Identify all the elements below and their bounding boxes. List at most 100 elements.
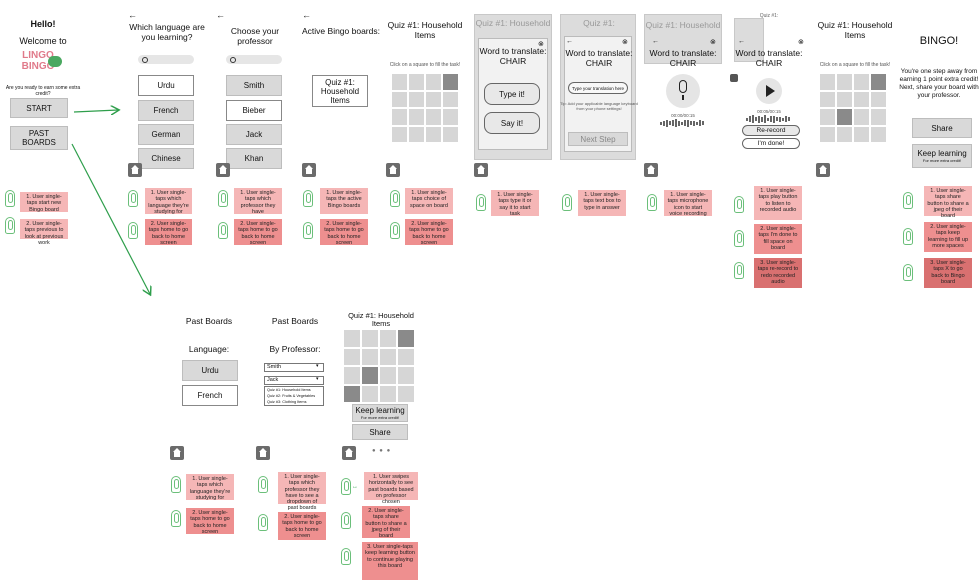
bingo-grid[interactable] xyxy=(392,74,458,142)
next-step-button[interactable]: Next Step xyxy=(568,132,628,146)
bingo-cell[interactable] xyxy=(837,74,852,90)
bingo-cell[interactable] xyxy=(443,109,458,125)
back-arrow-icon[interactable]: ← xyxy=(128,10,137,20)
back-arrow-icon[interactable]: ← xyxy=(566,38,573,45)
translation-input[interactable]: Type your translation here xyxy=(568,82,628,94)
bingo-cell[interactable] xyxy=(392,126,407,142)
bingo-cell[interactable] xyxy=(398,330,414,347)
bingo-cell[interactable] xyxy=(362,385,378,402)
bingo-cell[interactable] xyxy=(344,367,360,384)
bingo-cell[interactable] xyxy=(362,330,378,347)
search-bar[interactable] xyxy=(138,55,194,64)
language-option[interactable]: German xyxy=(138,124,194,145)
bingo-cell[interactable] xyxy=(392,74,407,90)
home-icon[interactable] xyxy=(816,163,830,177)
type-it-button[interactable]: Type it! xyxy=(484,83,540,105)
bingo-cell[interactable] xyxy=(380,330,396,347)
bingo-cell[interactable] xyxy=(871,91,886,107)
bingo-cell[interactable] xyxy=(362,348,378,365)
back-arrow-icon[interactable]: ← xyxy=(652,38,659,45)
past-boards-button[interactable]: PAST BOARDS xyxy=(10,126,68,150)
quiz-dropdown[interactable]: Quiz #1: Household Items Quiz #2: Fruits… xyxy=(264,386,324,406)
bingo-cell[interactable] xyxy=(409,74,424,90)
bingo-cell[interactable] xyxy=(854,126,869,142)
close-icon[interactable]: ⊗ xyxy=(622,39,628,46)
quiz-option[interactable]: Quiz #2: Fruits & Vegetables xyxy=(267,394,316,398)
done-button[interactable]: I'm done! xyxy=(742,138,800,149)
bingo-cell[interactable] xyxy=(443,91,458,107)
bingo-cell[interactable] xyxy=(426,126,441,142)
back-arrow-icon[interactable]: ← xyxy=(738,38,745,45)
bingo-cell[interactable] xyxy=(392,91,407,107)
start-button[interactable]: START xyxy=(10,98,68,118)
say-it-button[interactable]: Say it! xyxy=(484,112,540,134)
bingo-cell[interactable] xyxy=(398,385,414,402)
re-record-button[interactable]: Re-record xyxy=(742,125,800,136)
bingo-cell[interactable] xyxy=(837,91,852,107)
pagination-dots[interactable]: ● ● ● xyxy=(372,448,392,454)
bingo-cell[interactable] xyxy=(344,385,360,402)
language-option[interactable]: French xyxy=(182,385,238,406)
bingo-cell[interactable] xyxy=(871,74,886,90)
bingo-cell[interactable] xyxy=(398,348,414,365)
bingo-cell[interactable] xyxy=(398,367,414,384)
professor-select[interactable]: Smith xyxy=(264,363,324,372)
board-quiz-1[interactable]: Quiz #1: Household Items xyxy=(312,75,368,107)
quiz-option[interactable]: Quiz #1: Household Items xyxy=(267,388,311,392)
home-icon[interactable] xyxy=(644,163,658,177)
language-option[interactable]: Chinese xyxy=(138,148,194,169)
bingo-cell[interactable] xyxy=(837,109,852,125)
home-icon[interactable] xyxy=(170,446,184,460)
home-icon[interactable] xyxy=(128,163,142,177)
back-arrow-icon[interactable]: ← xyxy=(302,10,311,20)
bingo-cell[interactable] xyxy=(409,126,424,142)
bingo-cell[interactable] xyxy=(392,109,407,125)
close-icon[interactable]: ⊗ xyxy=(538,41,544,48)
bingo-cell[interactable] xyxy=(426,91,441,107)
bingo-cell[interactable] xyxy=(837,126,852,142)
bingo-cell[interactable] xyxy=(344,348,360,365)
home-icon[interactable] xyxy=(302,163,316,177)
bingo-cell[interactable] xyxy=(820,74,835,90)
share-button[interactable]: Share xyxy=(912,118,972,138)
professor-option[interactable]: Smith xyxy=(226,75,282,96)
language-option[interactable]: Urdu xyxy=(138,75,194,96)
bingo-cell[interactable] xyxy=(820,109,835,125)
bingo-cell[interactable] xyxy=(871,126,886,142)
close-icon[interactable]: ⊗ xyxy=(710,39,716,46)
bingo-cell[interactable] xyxy=(871,109,886,125)
home-icon[interactable] xyxy=(386,163,400,177)
back-arrow-icon[interactable]: ← xyxy=(216,10,225,20)
professor-option[interactable]: Bieber xyxy=(226,100,282,121)
bingo-cell[interactable] xyxy=(854,91,869,107)
bingo-cell[interactable] xyxy=(409,109,424,125)
professor-option[interactable]: Jack xyxy=(226,124,282,145)
search-bar[interactable] xyxy=(226,55,282,64)
bingo-cell[interactable] xyxy=(380,385,396,402)
bingo-cell[interactable] xyxy=(443,126,458,142)
language-option[interactable]: French xyxy=(138,100,194,121)
bingo-cell[interactable] xyxy=(362,367,378,384)
stop-icon[interactable] xyxy=(730,74,738,82)
bingo-cell[interactable] xyxy=(380,348,396,365)
bingo-cell[interactable] xyxy=(344,330,360,347)
bingo-cell[interactable] xyxy=(854,74,869,90)
close-icon[interactable]: ⊗ xyxy=(798,39,804,46)
bingo-cell[interactable] xyxy=(820,126,835,142)
language-option[interactable]: Urdu xyxy=(182,360,238,381)
quiz-option[interactable]: Quiz #3: Clothing Items xyxy=(267,400,307,404)
home-icon[interactable] xyxy=(342,446,356,460)
home-icon[interactable] xyxy=(216,163,230,177)
professor-option[interactable]: Khan xyxy=(226,148,282,169)
bingo-cell[interactable] xyxy=(380,367,396,384)
home-icon[interactable] xyxy=(256,446,270,460)
home-icon[interactable] xyxy=(474,163,488,177)
bingo-cell[interactable] xyxy=(426,109,441,125)
bingo-cell[interactable] xyxy=(409,91,424,107)
bingo-cell[interactable] xyxy=(820,91,835,107)
bingo-cell[interactable] xyxy=(443,74,458,90)
bingo-cell[interactable] xyxy=(854,109,869,125)
bingo-grid[interactable] xyxy=(820,74,886,142)
